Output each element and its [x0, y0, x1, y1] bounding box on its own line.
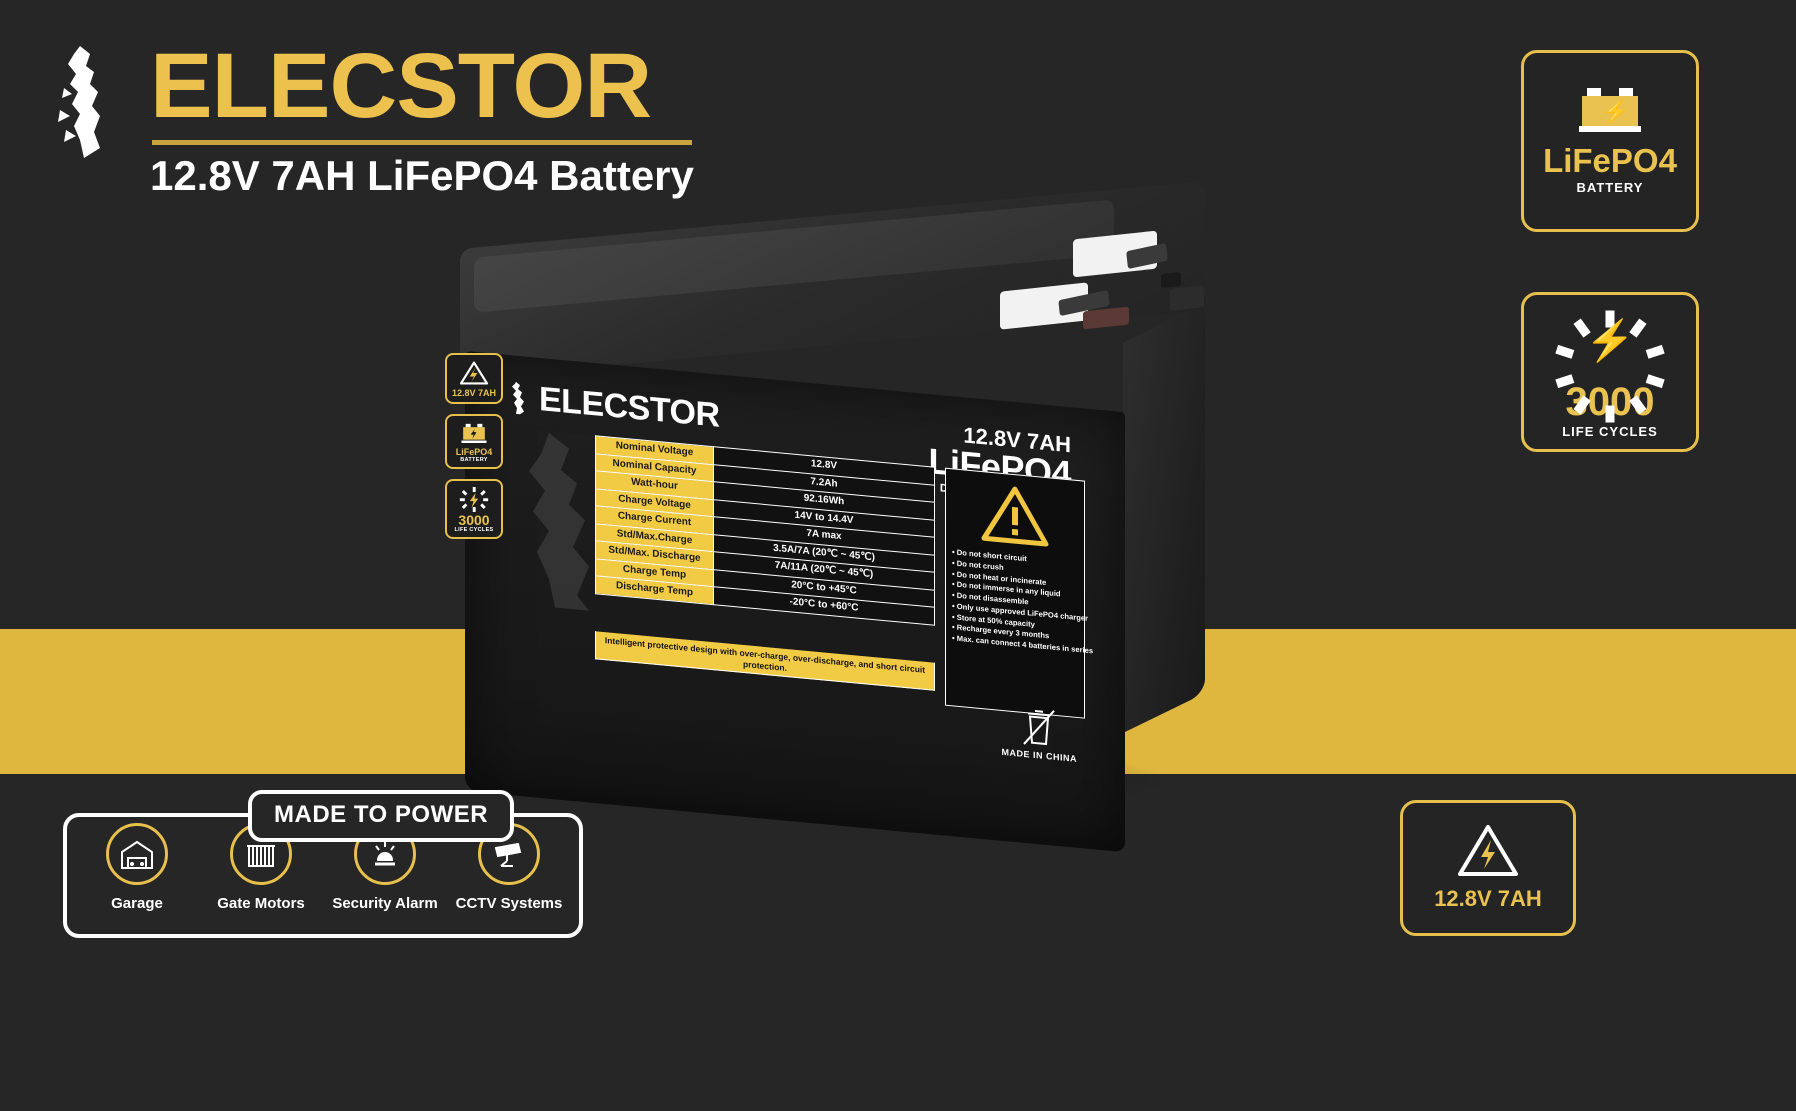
warning-bullet-list: • Do not short circuit • Do not crush • …	[946, 547, 1093, 657]
cycle-burst-bolt-icon: ⚡	[1555, 306, 1665, 422]
badge-lifepo4: ⚡ LiFePO4 BATTERY	[1521, 50, 1699, 232]
warning-triangle-bolt-icon	[459, 361, 489, 385]
terminal-block-gray	[1170, 285, 1204, 311]
warning-triangle-bolt-icon	[1457, 824, 1519, 878]
product-battery-image: ELECSTOR 12.8V 7AH LiFePO4 DEEP CYCLE BA…	[445, 181, 1215, 853]
specification-footer: Intelligent protective design with over-…	[595, 631, 935, 691]
brand-divider	[152, 140, 692, 146]
badge-lifepo4-subtitle: BATTERY	[1576, 179, 1644, 195]
weee-crossed-bin-icon	[1022, 706, 1056, 749]
warning-panel: • Do not short circuit • Do not crush • …	[945, 467, 1093, 719]
application-garage: Garage	[81, 823, 193, 912]
label-brand-logo: ELECSTOR	[507, 377, 720, 436]
badge-life-cycles: ⚡ 3000 LIFE CYCLES	[1521, 292, 1699, 452]
warning-exclamation-triangle-icon	[981, 482, 1049, 548]
cycle-burst-bolt-icon	[459, 487, 489, 512]
header: ELECSTOR 12.8V 7AH LiFePO4 Battery	[50, 38, 694, 200]
application-gate-motors-label: Gate Motors	[217, 895, 305, 912]
label-mini-badges: 12.8V 7AH LiFePO4 BATTERY	[445, 353, 515, 549]
origin-mark: MADE IN CHINA	[1001, 704, 1078, 764]
mini-badge-lifepo4-label: LiFePO4	[455, 447, 493, 457]
battery-top-face	[460, 181, 1205, 379]
origin-text: MADE IN CHINA	[1001, 746, 1078, 764]
elecstor-spartan-logo-icon	[507, 380, 529, 416]
application-garage-label: Garage	[111, 895, 163, 912]
mini-badge-cycles-sub: LIFE CYCLES	[454, 527, 494, 533]
elecstor-spartan-logo-icon	[50, 44, 124, 160]
corner-badge-label: 12.8V 7AH	[1434, 886, 1542, 911]
mini-badge-lifepo4: LiFePO4 BATTERY	[445, 414, 503, 469]
made-to-power-heading: MADE TO POWER	[248, 790, 515, 842]
application-security-alarm-label: Security Alarm	[332, 895, 438, 912]
battery-front-label: ELECSTOR 12.8V 7AH LiFePO4 DEEP CYCLE BA…	[485, 371, 1093, 787]
terminal-marker-red	[1083, 306, 1129, 330]
mini-badge-voltage: 12.8V 7AH	[445, 353, 503, 404]
brand-tagline: 12.8V 7AH LiFePO4 Battery	[150, 152, 694, 200]
corner-badge-voltage: 12.8V 7AH	[1400, 800, 1576, 936]
battery-bolt-icon	[461, 423, 487, 443]
badge-life-cycles-subtitle: LIFE CYCLES	[1562, 423, 1658, 439]
terminal-screw-positive	[1161, 271, 1181, 289]
garage-icon	[106, 823, 168, 885]
battery-side-face	[1123, 303, 1205, 733]
battery-bolt-icon: ⚡	[1579, 87, 1641, 132]
mini-badge-cycles: 3000 LIFE CYCLES	[445, 479, 503, 539]
application-cctv-systems-label: CCTV Systems	[455, 895, 563, 912]
brand-name: ELECSTOR	[150, 35, 652, 137]
mini-badge-voltage-label: 12.8V 7AH	[451, 388, 497, 398]
mini-badge-cycles-label: 3000	[458, 512, 490, 528]
watermark-logo-icon	[499, 424, 629, 616]
badge-lifepo4-title: LiFePO4	[1543, 141, 1677, 179]
mini-badge-lifepo4-sub: BATTERY	[460, 457, 488, 463]
